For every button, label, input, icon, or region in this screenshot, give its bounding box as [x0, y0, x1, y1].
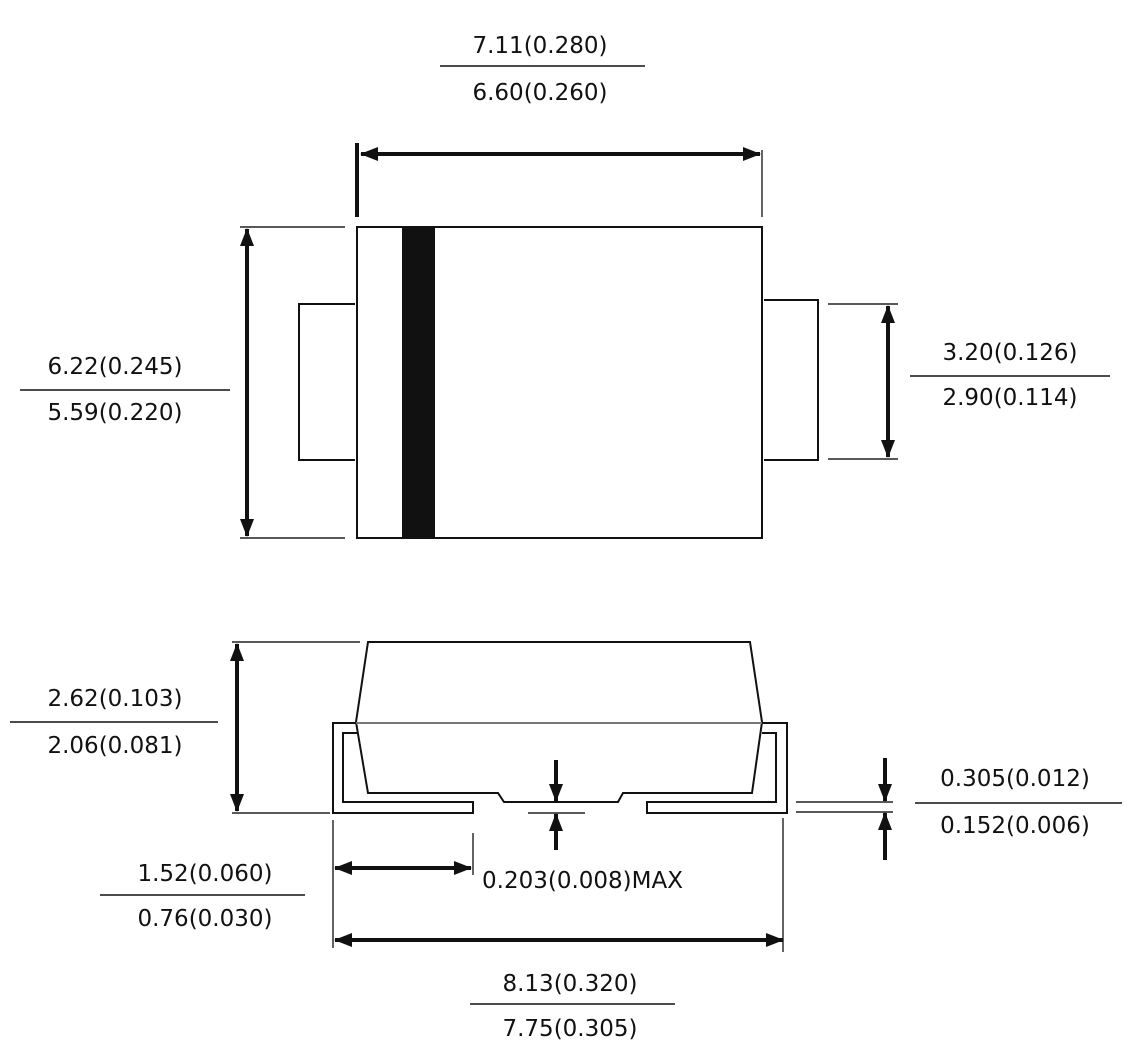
right-lead-top [764, 299, 819, 461]
package-body-side [354, 641, 764, 803]
left-lead-side [332, 722, 474, 814]
height-max: 2.62(0.103) [47, 686, 182, 712]
lead-width-min: 2.90(0.114) [942, 385, 1077, 411]
package-body-top [356, 226, 763, 539]
standoff-max: 0.203(0.008)MAX [482, 868, 683, 894]
side-view: 2.62(0.103) 2.06(0.081) 0.203(0.008)MAX … [10, 641, 1122, 1042]
cathode-band [402, 228, 435, 537]
length-max: 7.11(0.280) [472, 33, 607, 59]
lead-thickness-max: 0.305(0.012) [940, 766, 1090, 792]
width-min: 5.59(0.220) [47, 400, 182, 426]
lead-width-max: 3.20(0.126) [942, 340, 1077, 366]
overall-length-min: 7.75(0.305) [502, 1016, 637, 1042]
lead-length-max: 1.52(0.060) [137, 861, 272, 887]
height-min: 2.06(0.081) [47, 733, 182, 759]
lead-length-min: 0.76(0.030) [137, 906, 272, 932]
lead-thickness-min: 0.152(0.006) [940, 813, 1090, 839]
top-view: 7.11(0.280) 6.60(0.260) 6.22(0.245) 5.59… [20, 33, 1110, 539]
left-lead-top [298, 303, 355, 461]
length-min: 6.60(0.260) [472, 80, 607, 106]
width-max: 6.22(0.245) [47, 354, 182, 380]
overall-length-max: 8.13(0.320) [502, 971, 637, 997]
right-lead-side [646, 722, 788, 814]
